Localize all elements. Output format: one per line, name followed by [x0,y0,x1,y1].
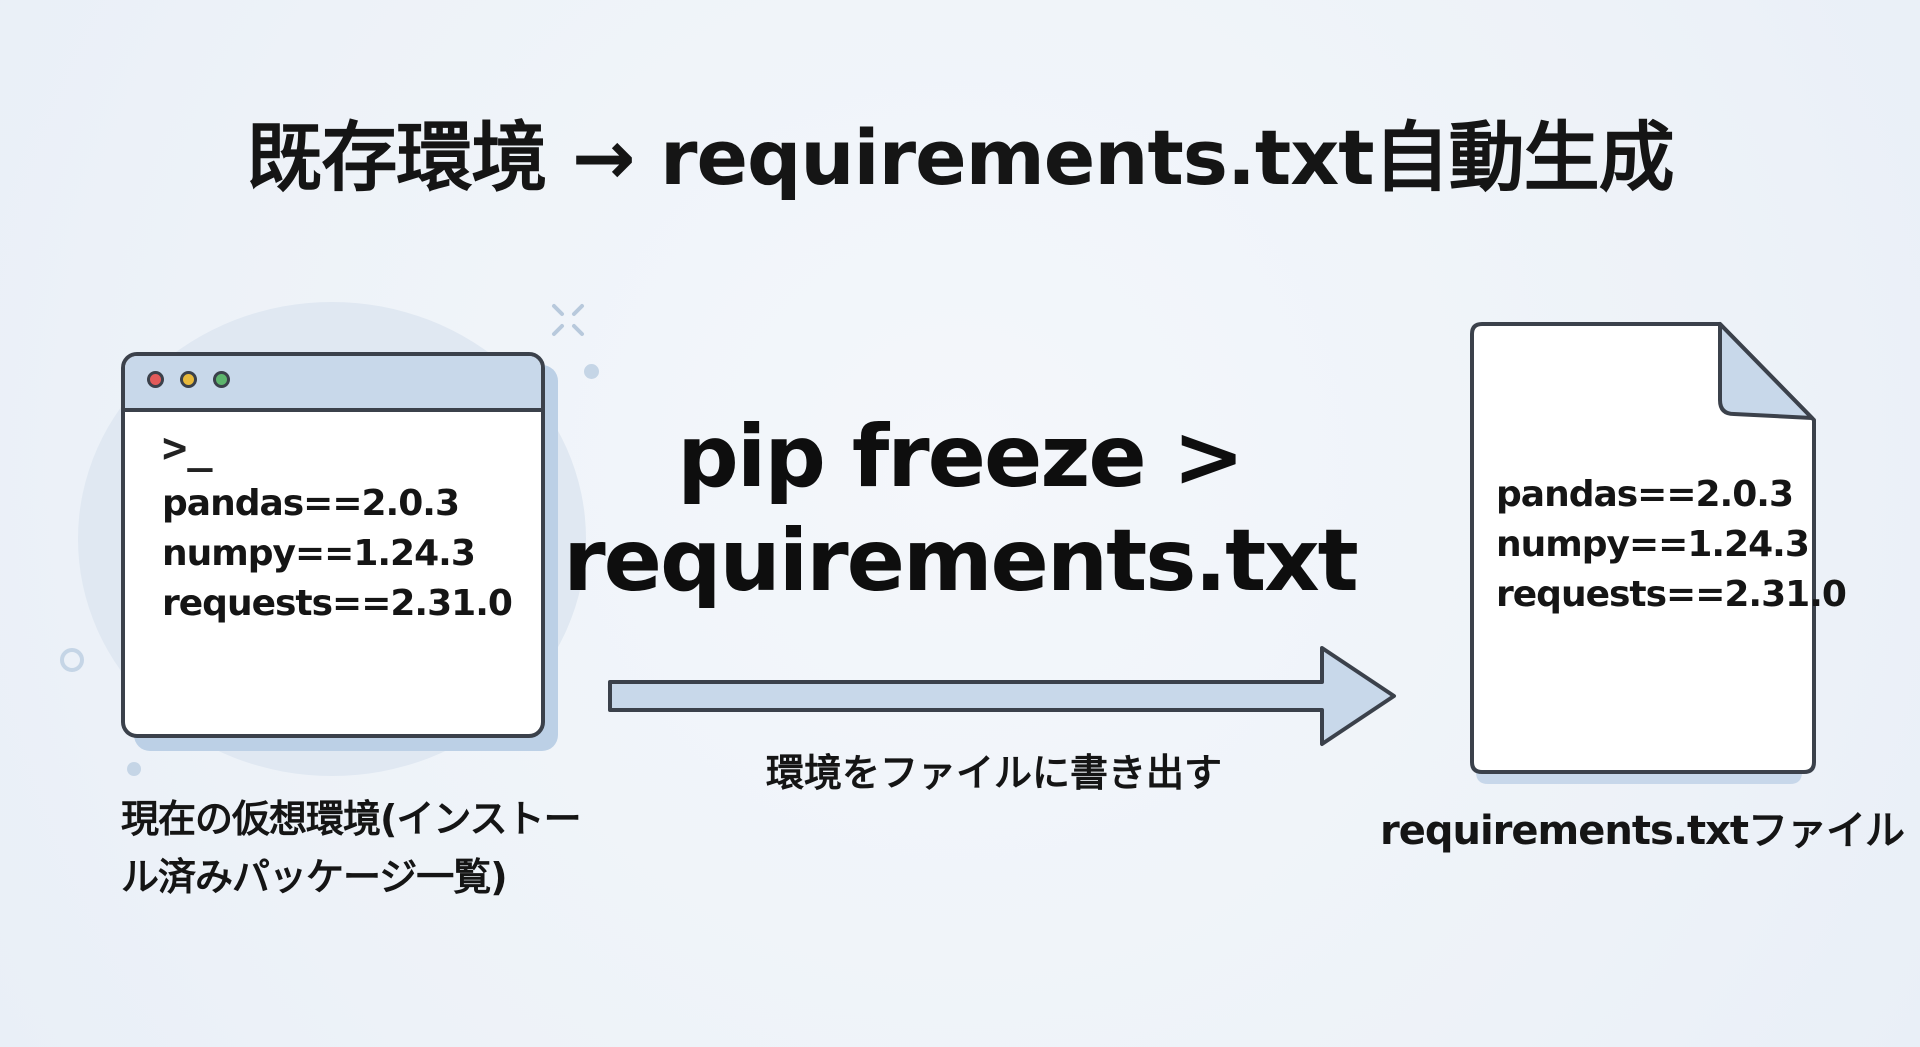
decorative-ring [60,648,84,672]
package-line: pandas==2.0.3 [162,483,460,524]
terminal-prompt-icon: >_ [162,423,213,472]
decorative-dot [584,364,599,379]
package-line: numpy==1.24.3 [162,533,476,574]
package-line: pandas==2.0.3 [1496,474,1794,515]
window-maximize-dot-icon [213,371,230,388]
command-line-1: pip freeze > [677,407,1244,507]
sparkle-icon [552,304,584,336]
decorative-dot [127,762,141,776]
terminal-window: >_ pandas==2.0.3 numpy==1.24.3 requests=… [121,352,545,738]
window-minimize-dot-icon [180,371,197,388]
terminal-caption: 現在の仮想環境(インストール済みパッケージ一覧) [121,797,582,899]
terminal-package-list: pandas==2.0.3 numpy==1.24.3 requests==2.… [162,479,513,629]
file-document-icon [1470,322,1816,784]
arrow-caption: 環境をファイルに書き出す [765,751,1222,795]
terminal-title-bar [125,356,541,412]
command-line-2: requirements.txt [563,511,1359,611]
command-text: pip freeze > requirements.txt [560,405,1360,613]
package-line: requests==2.31.0 [1496,574,1847,615]
window-close-dot-icon [147,371,164,388]
file-caption: requirements.txtファイル [1380,808,1905,854]
file-package-list: pandas==2.0.3 numpy==1.24.3 requests==2.… [1496,470,1847,620]
package-line: numpy==1.24.3 [1496,524,1810,565]
diagram-title: 既存環境 → requirements.txt自動生成 [246,113,1674,202]
flow-arrow-icon [608,646,1396,746]
package-line: requests==2.31.0 [162,583,513,624]
